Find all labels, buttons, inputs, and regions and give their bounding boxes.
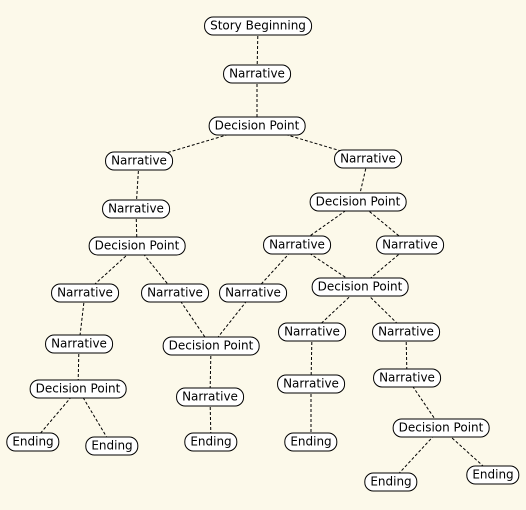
node-decision-point: Decision Point: [309, 192, 407, 212]
node-narrative: Narrative: [223, 64, 291, 84]
node-narrative: Narrative: [105, 151, 173, 171]
node-ending: Ending: [364, 472, 418, 492]
edge-n17-n20: [310, 331, 313, 385]
node-narrative: Narrative: [102, 199, 170, 219]
node-ending: Ending: [184, 432, 238, 452]
node-story-beginning: Story Beginning: [204, 16, 312, 36]
node-ending: Ending: [466, 465, 520, 485]
node-narrative: Narrative: [176, 387, 244, 407]
node-narrative: Narrative: [334, 149, 402, 169]
node-decision-point: Decision Point: [29, 379, 127, 399]
node-narrative: Narrative: [372, 322, 440, 342]
node-decision-point: Decision Point: [162, 336, 260, 356]
node-narrative: Narrative: [141, 283, 209, 303]
node-ending: Ending: [85, 436, 139, 456]
node-narrative: Narrative: [263, 235, 331, 255]
node-narrative: Narrative: [219, 283, 287, 303]
node-narrative: Narrative: [45, 334, 113, 354]
node-narrative: Narrative: [277, 374, 345, 394]
node-decision-point: Decision Point: [311, 277, 409, 297]
node-narrative: Narrative: [51, 283, 119, 303]
node-ending: Ending: [6, 432, 60, 452]
node-decision-point: Decision Point: [88, 236, 186, 256]
node-narrative: Narrative: [373, 368, 441, 388]
node-ending: Ending: [284, 432, 338, 452]
node-narrative: Narrative: [376, 235, 444, 255]
node-narrative: Narrative: [278, 322, 346, 342]
node-decision-point: Decision Point: [208, 116, 306, 136]
node-decision-point: Decision Point: [392, 418, 490, 438]
